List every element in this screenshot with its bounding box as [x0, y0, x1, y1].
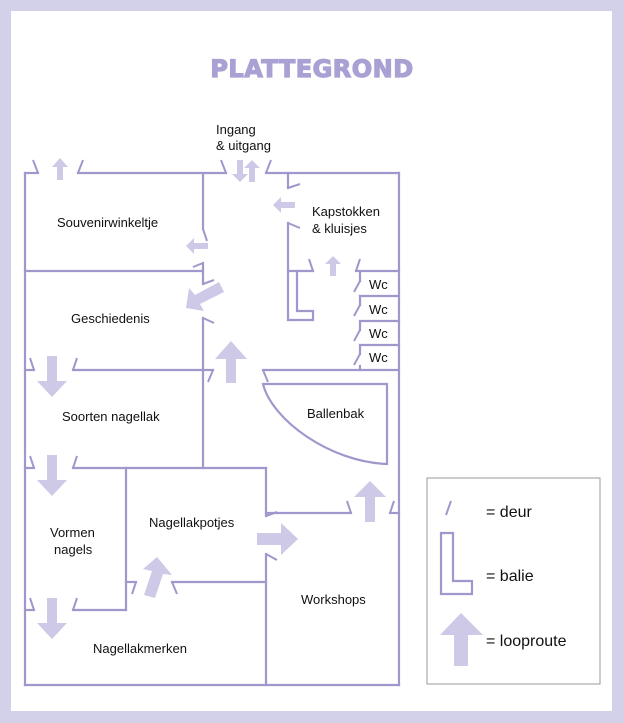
- door-icon: [32, 159, 39, 174]
- floor-plan-sheet: PLATTEGROND Ingang & uitgang: [11, 11, 612, 711]
- room-labels: Souvenirwinkeltje Kapstokken & kluisjes …: [50, 204, 388, 656]
- room-kapstokken-label-1: Kapstokken: [312, 204, 380, 219]
- door-icon: [262, 369, 269, 383]
- arrow-up-icon: [52, 158, 68, 180]
- door-icon: [346, 500, 352, 514]
- room-workshops-label: Workshops: [301, 592, 366, 607]
- room-vormen-label-2: nagels: [54, 542, 93, 557]
- door-icon: [77, 159, 84, 174]
- arrow-left-icon: [273, 197, 295, 213]
- walls: [23, 171, 401, 687]
- doors: [29, 159, 395, 611]
- door-icon: [131, 581, 137, 595]
- door-icon: [287, 222, 301, 229]
- room-wc-2-label: Wc: [369, 302, 388, 317]
- legend-route-label: = looproute: [486, 633, 567, 650]
- legend-door-icon: [445, 500, 452, 516]
- entrance-label-line1: Ingang: [216, 122, 256, 137]
- arrow-up-icon: [354, 481, 386, 522]
- arrow-down-icon: [37, 598, 67, 639]
- room-geschiedenis-label: Geschiedenis: [71, 311, 150, 326]
- legend-route-arrow-icon: [440, 613, 483, 666]
- door-icon: [29, 597, 35, 611]
- door-icon: [308, 258, 314, 272]
- room-wc-1-label: Wc: [369, 277, 388, 292]
- door-icon: [220, 159, 227, 174]
- plan-title: PLATTEGROND: [210, 55, 413, 83]
- door-icon: [355, 258, 361, 272]
- floor-plan: PLATTEGROND Ingang & uitgang: [23, 54, 601, 687]
- door-icon: [72, 357, 78, 371]
- arrow-right-icon: [257, 523, 298, 555]
- arrow-up-icon: [244, 160, 260, 182]
- door-icon: [72, 455, 78, 469]
- door-icon: [287, 183, 301, 189]
- legend-counter-label: = balie: [486, 568, 534, 585]
- legend-counter-icon: [439, 531, 474, 596]
- door-icon: [72, 597, 78, 611]
- room-kapstokken-label-2: & kluisjes: [312, 221, 367, 236]
- door-icon: [353, 329, 361, 342]
- door-icon: [353, 353, 361, 366]
- door-icon: [353, 280, 361, 293]
- door-icon: [202, 317, 215, 324]
- door-icon: [389, 500, 395, 514]
- room-soorten-label: Soorten nagellak: [62, 409, 160, 424]
- door-icon: [202, 228, 208, 242]
- door-icon: [29, 357, 35, 371]
- arrow-down-icon: [232, 160, 248, 182]
- arrow-diagonal-icon: [186, 282, 224, 311]
- door-icon: [171, 581, 178, 595]
- arrow-left-icon: [186, 238, 208, 254]
- route-arrows: [37, 158, 386, 639]
- door-icon: [207, 369, 214, 383]
- room-wc-3-label: Wc: [369, 326, 388, 341]
- room-vormen-label-1: Vormen: [50, 525, 95, 540]
- legend: = deur = balie = looproute: [426, 477, 601, 685]
- room-merken-label: Nagellakmerken: [93, 641, 187, 656]
- door-icon: [353, 304, 361, 317]
- entrance-label-line2: & uitgang: [216, 138, 271, 153]
- door-icon: [192, 262, 204, 268]
- door-icon: [202, 279, 215, 285]
- door-icon: [29, 455, 35, 469]
- door-icon: [265, 159, 272, 174]
- room-wc-4-label: Wc: [369, 350, 388, 365]
- room-potjes-label: Nagellakpotjes: [149, 515, 235, 530]
- legend-door-label: = deur: [486, 504, 532, 521]
- room-ballenbak-label: Ballenbak: [307, 406, 365, 421]
- door-icon: [265, 553, 278, 561]
- arrow-up-icon: [325, 256, 341, 276]
- arrow-diagonal-icon: [143, 557, 172, 598]
- door-icon: [265, 511, 278, 517]
- room-souvenir-label: Souvenirwinkeltje: [57, 215, 158, 230]
- arrow-up-icon: [215, 341, 247, 383]
- arrow-down-icon: [37, 455, 67, 496]
- arrow-down-icon: [37, 356, 67, 397]
